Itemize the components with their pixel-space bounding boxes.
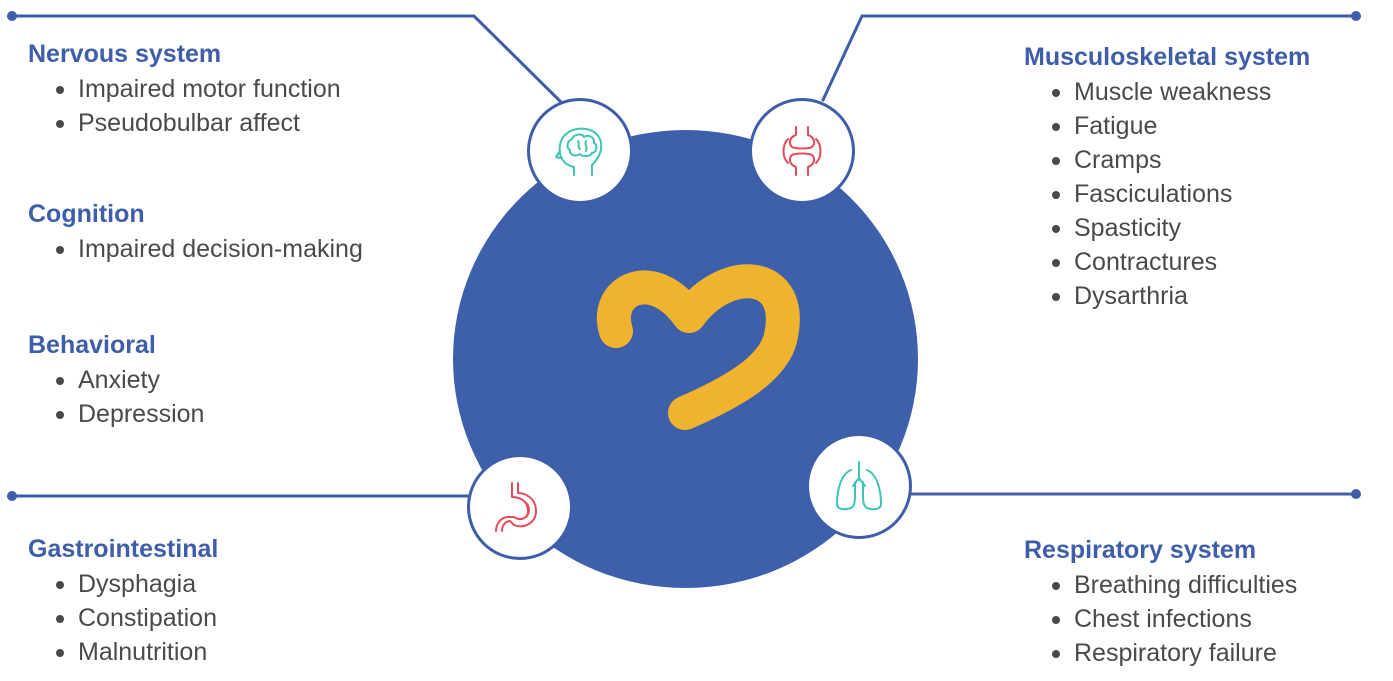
list-item: Dysphagia — [56, 567, 218, 601]
connector-dot — [1351, 489, 1361, 499]
joint-badge — [749, 98, 855, 204]
heart-logo-icon — [597, 264, 800, 430]
stomach-badge — [467, 454, 573, 560]
list-item: Contractures — [1052, 245, 1310, 279]
list-item: Pseudobulbar affect — [56, 106, 341, 140]
connector-dot — [7, 491, 17, 501]
symptom-list: Muscle weakness Fatigue Cramps Fascicula… — [1024, 75, 1310, 313]
connector-dot — [1351, 11, 1361, 21]
stomach-icon — [495, 482, 537, 532]
lungs-icon — [836, 461, 882, 511]
group-title: Behavioral — [28, 331, 156, 359]
list-item: Anxiety — [56, 363, 204, 397]
group-title: Musculoskeletal system — [1024, 43, 1311, 71]
list-item: Constipation — [56, 601, 218, 635]
group-behavioral: Behavioral Anxiety Depression — [28, 330, 204, 431]
symptom-list: Dysphagia Constipation Malnutrition — [28, 567, 218, 669]
connector-dot — [7, 11, 17, 21]
list-item: Impaired decision-making — [56, 232, 363, 266]
group-gastrointestinal: Gastrointestinal Dysphagia Constipation … — [28, 534, 218, 669]
list-item: Muscle weakness — [1052, 75, 1310, 109]
symptom-list: Impaired motor function Pseudobulbar aff… — [28, 72, 341, 140]
list-item: Breathing difficulties — [1052, 568, 1297, 602]
brain-badge — [527, 98, 633, 204]
list-item: Cramps — [1052, 143, 1310, 177]
group-title: Cognition — [28, 200, 145, 228]
symptom-list: Anxiety Depression — [28, 363, 204, 431]
list-item: Fatigue — [1052, 109, 1310, 143]
group-nervous-system: Nervous system Impaired motor function P… — [28, 39, 341, 140]
list-item: Respiratory failure — [1052, 636, 1297, 670]
lungs-badge — [806, 433, 912, 539]
connector-nervous — [10, 14, 567, 108]
connector-musculoskeletal — [821, 14, 1358, 102]
list-item: Dysarthria — [1052, 279, 1310, 313]
group-respiratory-system: Respiratory system Breathing difficultie… — [1024, 535, 1297, 670]
group-musculoskeletal-system: Musculoskeletal system Muscle weakness F… — [1024, 42, 1310, 313]
list-item: Spasticity — [1052, 211, 1310, 245]
group-cognition: Cognition Impaired decision-making — [28, 199, 363, 266]
group-title: Gastrointestinal — [28, 535, 219, 563]
list-item: Depression — [56, 397, 204, 431]
list-item: Malnutrition — [56, 635, 218, 669]
list-item: Fasciculations — [1052, 177, 1310, 211]
symptom-list: Breathing difficulties Chest infections … — [1024, 568, 1297, 670]
list-item: Impaired motor function — [56, 72, 341, 106]
group-title: Respiratory system — [1024, 536, 1257, 564]
list-item: Chest infections — [1052, 602, 1297, 636]
group-title: Nervous system — [28, 40, 222, 68]
joint-icon — [782, 126, 822, 176]
brain-icon — [555, 127, 603, 176]
symptom-list: Impaired decision-making — [28, 232, 363, 266]
